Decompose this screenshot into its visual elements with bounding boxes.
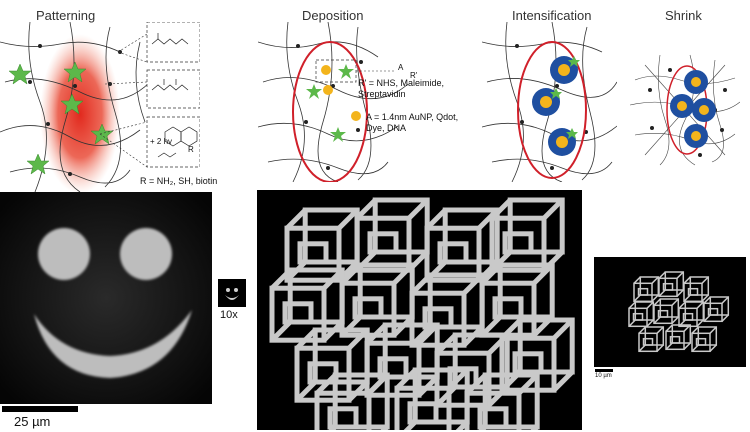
smiley-scale-label: 25 µm — [14, 414, 51, 429]
lattice-cube — [658, 271, 685, 298]
lattice-cube — [464, 372, 540, 430]
r-prime-note: R' = NHS, Maleimide, Streptavidin — [358, 78, 444, 99]
fluorophore-star — [330, 127, 346, 142]
lattice-cube — [633, 276, 660, 303]
lattice-cube — [703, 296, 730, 323]
shrink-title: Shrink — [665, 8, 702, 23]
smiley-mouth — [34, 310, 192, 378]
linker-r-label: R' — [410, 71, 418, 80]
nanoparticle — [323, 85, 333, 95]
lattice-cube — [424, 207, 500, 283]
small-scale-label: 10 µm — [595, 373, 612, 379]
fluorophore-star — [306, 84, 322, 99]
lattice-cube — [678, 301, 705, 328]
boundary-ellipse — [517, 41, 587, 179]
nanoparticle — [540, 96, 552, 108]
fluorophore-star — [60, 93, 84, 115]
smiley-right-eye — [120, 228, 172, 280]
substituent-note: R = NH₂, SH, biotin — [140, 176, 218, 186]
lattice-cube — [691, 326, 718, 353]
smiley-micrograph — [0, 192, 212, 404]
patterning-schematic: + 2 hv R — [0, 22, 200, 192]
smiley-scale-bar — [2, 406, 78, 412]
small-scale-bar — [595, 369, 613, 372]
lattice-cube — [434, 332, 510, 408]
magnification-label: 10x — [220, 309, 238, 321]
lattice-cube — [628, 301, 655, 328]
intensification-schematic — [482, 22, 617, 182]
nanoparticle — [556, 136, 568, 148]
lattice-cube — [653, 298, 680, 325]
smiley-left-eye — [38, 228, 90, 280]
nanoparticle — [351, 111, 361, 121]
fluorophore-star — [8, 63, 32, 85]
nanoparticle — [558, 64, 570, 76]
laser-spot — [40, 34, 120, 192]
lattice-cube — [489, 197, 565, 273]
linker-a-label: A — [398, 63, 404, 72]
shrink-schematic — [630, 50, 740, 170]
reaction-text: + 2 hv — [150, 137, 172, 146]
lattice-cube — [314, 372, 390, 430]
a-note: A = 1.4nm AuNP, Qdot, Dye, DNA — [366, 112, 459, 133]
lattice-micrograph — [257, 190, 582, 430]
lattice-cube — [683, 276, 710, 303]
patterning-title: Patterning — [36, 8, 96, 23]
fluorophore-star — [63, 61, 87, 83]
fluorophore-star — [338, 64, 354, 79]
deposition-title: Deposition — [302, 8, 364, 23]
intensification-title: Intensification — [512, 8, 592, 23]
r-group-label: R — [188, 145, 194, 154]
lattice-cube — [354, 197, 430, 273]
thumbnail-micrograph — [218, 279, 246, 307]
boundary-ellipse — [292, 41, 368, 182]
lattice-cube — [665, 324, 692, 351]
nanoparticle — [321, 65, 331, 75]
lattice-cube — [294, 327, 370, 403]
fluorophore-star — [26, 153, 50, 175]
deposition-schematic: A R' — [258, 22, 428, 182]
small-lattice-micrograph — [594, 257, 746, 367]
lattice-cube — [638, 326, 665, 353]
